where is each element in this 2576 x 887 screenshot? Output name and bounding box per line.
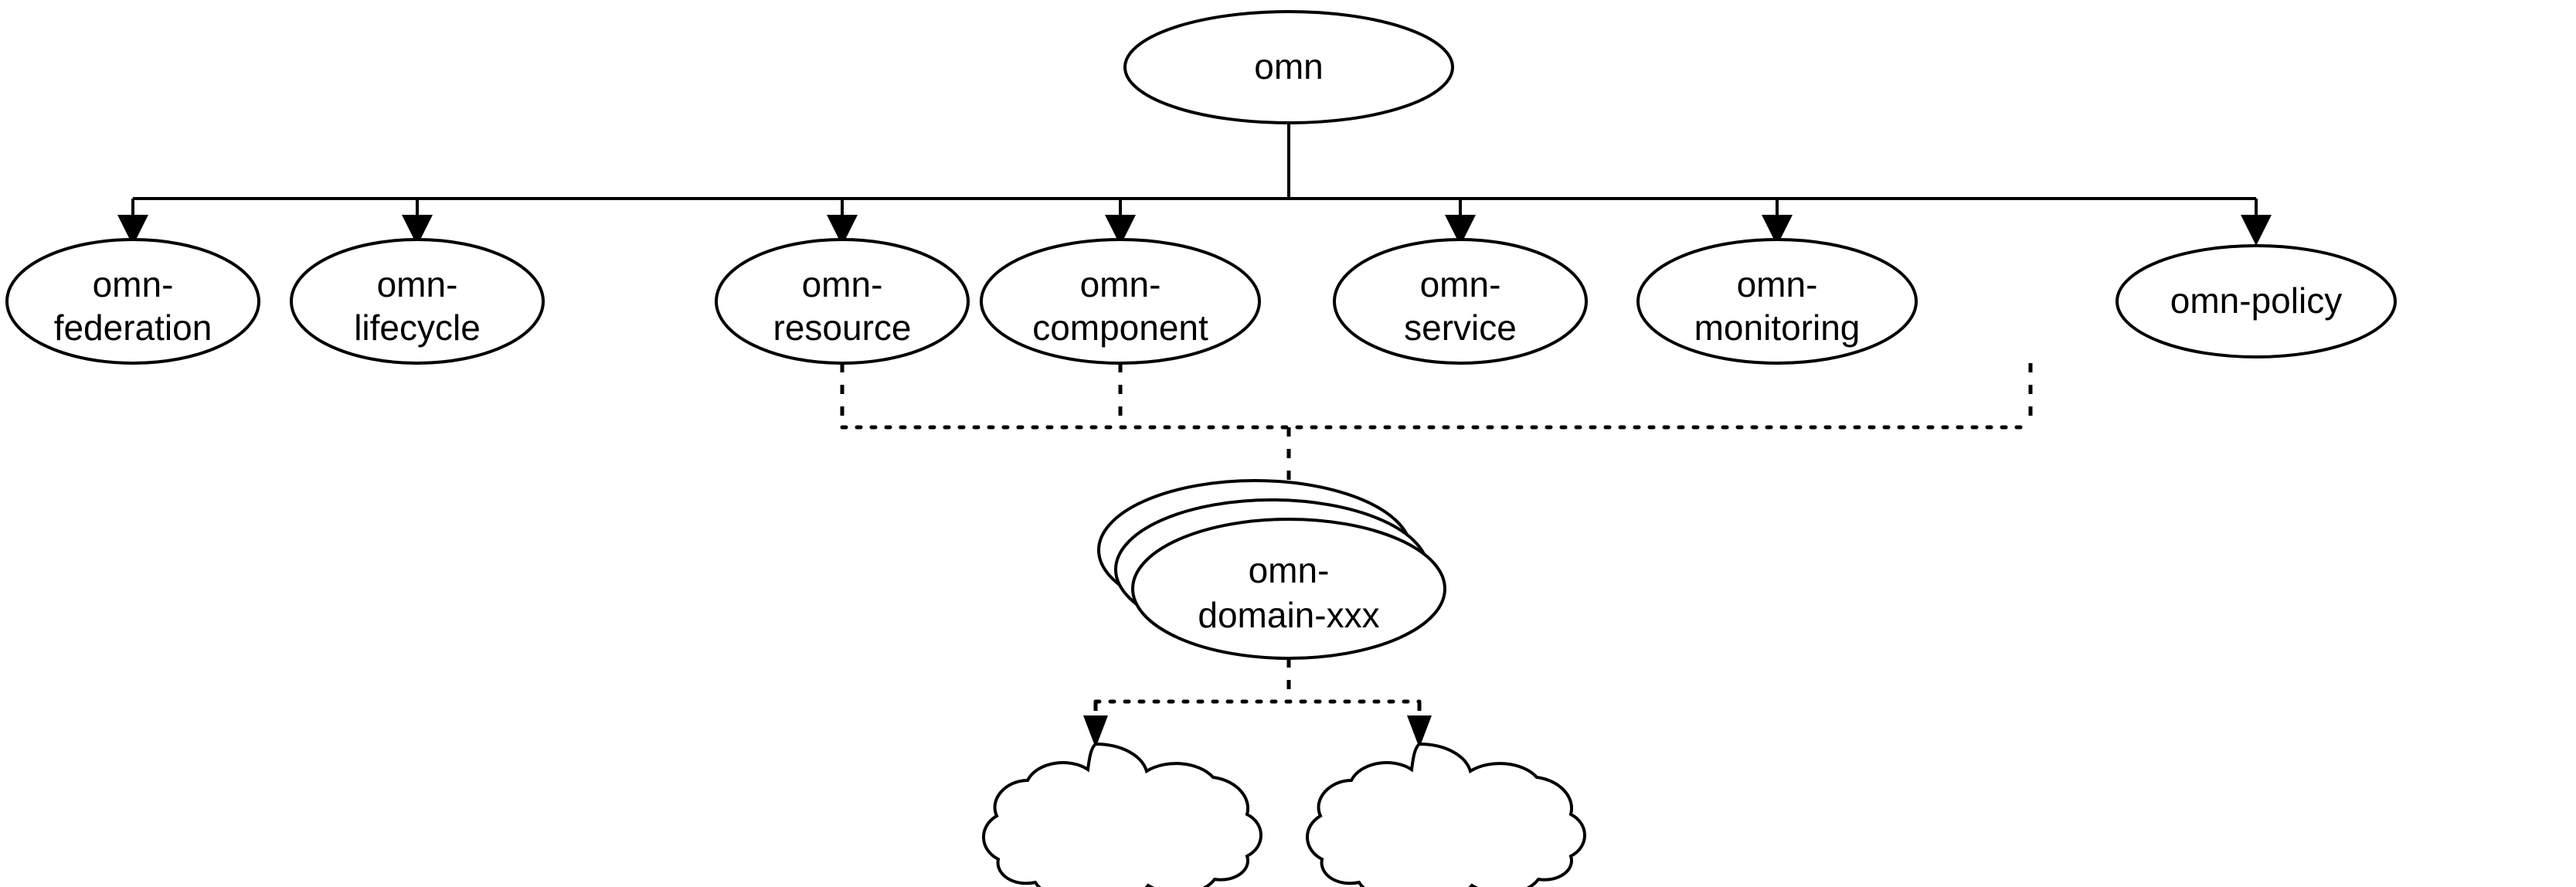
omn-service-ellipse — [1333, 238, 1588, 365]
omn-lifecycle-ellipse — [290, 238, 545, 365]
node-omn-federation[interactable]: omn- federation — [5, 238, 260, 365]
node-cloud-left[interactable] — [982, 742, 1263, 887]
arrowhead-omn-component — [1105, 215, 1136, 246]
arrowhead-omn-resource — [827, 215, 858, 246]
omn-monitoring-label-line2: monitoring — [1694, 308, 1861, 348]
arrowhead-omn-lifecycle — [402, 215, 433, 246]
node-omn-component[interactable]: omn- component — [980, 238, 1261, 365]
omn-label: omn — [1254, 46, 1323, 87]
omn-service-label-line1: omn- — [1420, 264, 1501, 304]
omn-service-label-line2: service — [1404, 308, 1517, 348]
omn-resource-ellipse — [715, 238, 970, 365]
omn-policy-ellipse — [2116, 244, 2397, 359]
node-omn-lifecycle[interactable]: omn- lifecycle — [290, 238, 545, 365]
edge-group-dotted-domain — [840, 363, 2033, 519]
arrowhead-omn-monitoring — [1762, 215, 1793, 246]
cloud-left-shape — [982, 742, 1263, 887]
omn-federation-label-line1: omn- — [93, 264, 174, 304]
arrowhead-omn-federation — [117, 215, 148, 246]
cloud-right-shape — [1306, 742, 1586, 887]
omn-domain-xxx-label-line1: omn- — [1249, 550, 1330, 590]
omn-ellipse — [1123, 10, 1454, 124]
omn-monitoring-ellipse — [1636, 238, 1918, 365]
node-cloud-right[interactable] — [1306, 742, 1586, 887]
omn-component-label-line2: component — [1032, 308, 1208, 348]
node-omn-monitoring[interactable]: omn- monitoring — [1636, 238, 1918, 365]
arrowhead-cloud-left — [1083, 715, 1108, 748]
node-omn-domain-xxx[interactable]: omn- domain-xxx — [1097, 479, 1446, 660]
omn-domain-xxx-label-line2: domain-xxx — [1198, 595, 1379, 635]
node-omn-resource[interactable]: omn- resource — [715, 238, 970, 365]
arrowhead-cloud-right — [1407, 715, 1432, 748]
omn-component-label-line1: omn- — [1080, 264, 1161, 304]
omn-federation-label-line2: federation — [54, 308, 212, 348]
node-omn-service[interactable]: omn- service — [1333, 238, 1588, 365]
node-omn[interactable]: omn — [1123, 10, 1454, 124]
omn-lifecycle-label-line2: lifecycle — [354, 308, 481, 348]
omn-resource-label-line1: omn- — [802, 264, 883, 304]
omn-resource-label-line2: resource — [773, 308, 912, 348]
omn-lifecycle-label-line1: omn- — [377, 264, 458, 304]
node-omn-policy[interactable]: omn-policy — [2116, 244, 2397, 359]
omn-monitoring-label-line1: omn- — [1737, 264, 1818, 304]
omn-component-ellipse — [980, 238, 1261, 365]
edge-group-dotted-clouds — [1083, 658, 1432, 748]
omn-policy-label: omn-policy — [2170, 280, 2342, 321]
arrowhead-omn-policy — [2241, 215, 2272, 246]
arrowhead-omn-service — [1445, 215, 1476, 246]
omn-federation-ellipse — [5, 238, 260, 365]
edge-group-solid — [117, 123, 2272, 246]
